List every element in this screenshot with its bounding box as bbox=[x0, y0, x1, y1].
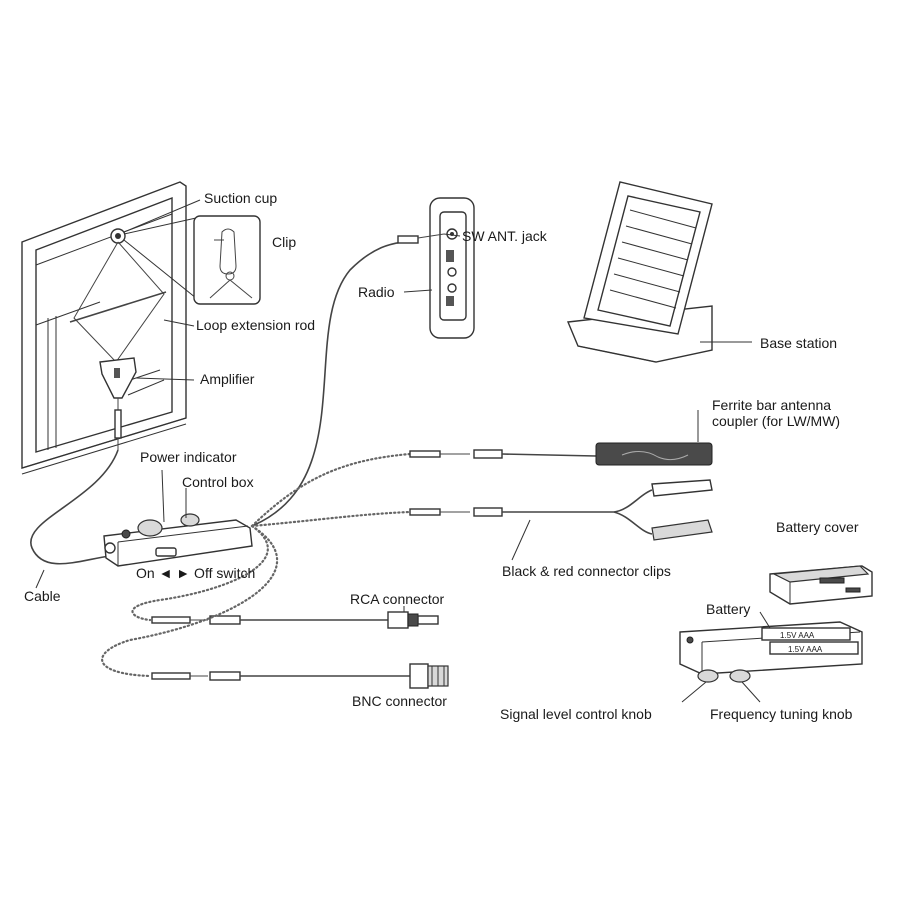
clip-callout bbox=[123, 215, 261, 305]
battery-cover-part bbox=[769, 565, 873, 605]
label-amplifier: Amplifier bbox=[200, 371, 255, 387]
label-on-off-switch: On ◄ ► Off switch bbox=[136, 565, 255, 581]
rca-connector-icon bbox=[387, 611, 409, 629]
black-clip-icon bbox=[651, 479, 713, 497]
battery-cell-2-text: 1.5V AAA bbox=[788, 645, 823, 654]
label-radio: Radio bbox=[358, 284, 395, 300]
battery-cell-2-icon bbox=[769, 641, 859, 655]
frequency-tuning-knob-icon bbox=[729, 669, 751, 683]
clip-icon bbox=[219, 228, 237, 275]
label-ferrite-line2: coupler (for LW/MW) bbox=[712, 413, 840, 429]
power-indicator-icon bbox=[121, 529, 131, 539]
label-clip: Clip bbox=[272, 234, 296, 250]
ferrite-plug-left-icon bbox=[409, 450, 441, 458]
connector-clips bbox=[250, 479, 713, 561]
signal-knob-top-icon bbox=[137, 519, 163, 537]
cable-icon bbox=[30, 449, 119, 565]
base-station-device bbox=[566, 181, 752, 363]
label-battery: Battery bbox=[706, 601, 750, 617]
clips-plug-left-icon bbox=[409, 508, 441, 516]
loop-antenna bbox=[69, 228, 167, 450]
amplifier-plug-icon bbox=[114, 409, 122, 439]
on-off-switch-icon bbox=[155, 547, 177, 557]
frequency-knob-top-icon bbox=[180, 513, 200, 527]
label-loop-extension-rod: Loop extension rod bbox=[196, 317, 315, 333]
red-clip-icon bbox=[651, 519, 713, 541]
bnc-assembly bbox=[101, 524, 449, 689]
ferrite-coupler bbox=[250, 410, 713, 528]
clip-detail-box bbox=[193, 215, 261, 305]
label-signal-level-knob: Signal level control knob bbox=[500, 706, 652, 722]
label-ferrite-line1: Ferrite bar antenna bbox=[712, 397, 831, 413]
battery-holder: 1.5V AAA 1.5V AAA bbox=[679, 611, 863, 703]
label-sw-ant-jack: SW ANT. jack bbox=[462, 228, 548, 244]
radio-plug-icon bbox=[397, 235, 419, 244]
battery-cell-1-text: 1.5V AAA bbox=[780, 631, 815, 640]
radio-device bbox=[429, 197, 475, 339]
label-suction-cup: Suction cup bbox=[204, 190, 277, 206]
label-control-box: Control box bbox=[182, 474, 254, 490]
label-black-red-clips: Black & red connector clips bbox=[502, 563, 671, 579]
label-frequency-knob: Frequency tuning knob bbox=[710, 706, 853, 722]
signal-level-knob-icon bbox=[697, 669, 719, 683]
rca-assembly bbox=[131, 524, 439, 629]
label-rca-connector: RCA connector bbox=[350, 591, 444, 607]
control-box bbox=[103, 469, 253, 567]
battery-cell-1-icon bbox=[761, 627, 851, 641]
control-box-jack-icon bbox=[104, 542, 116, 554]
label-bnc-connector: BNC connector bbox=[352, 693, 447, 709]
label-cable: Cable bbox=[24, 588, 61, 604]
ferrite-bar-icon bbox=[595, 442, 713, 466]
label-base-station: Base station bbox=[760, 335, 837, 351]
label-battery-cover: Battery cover bbox=[776, 519, 859, 535]
label-power-indicator: Power indicator bbox=[140, 449, 237, 465]
loop-extension-rod-icon bbox=[69, 291, 167, 323]
bnc-connector-icon bbox=[409, 663, 429, 689]
window-frame bbox=[21, 181, 187, 475]
radio-cable-icon bbox=[251, 239, 413, 527]
